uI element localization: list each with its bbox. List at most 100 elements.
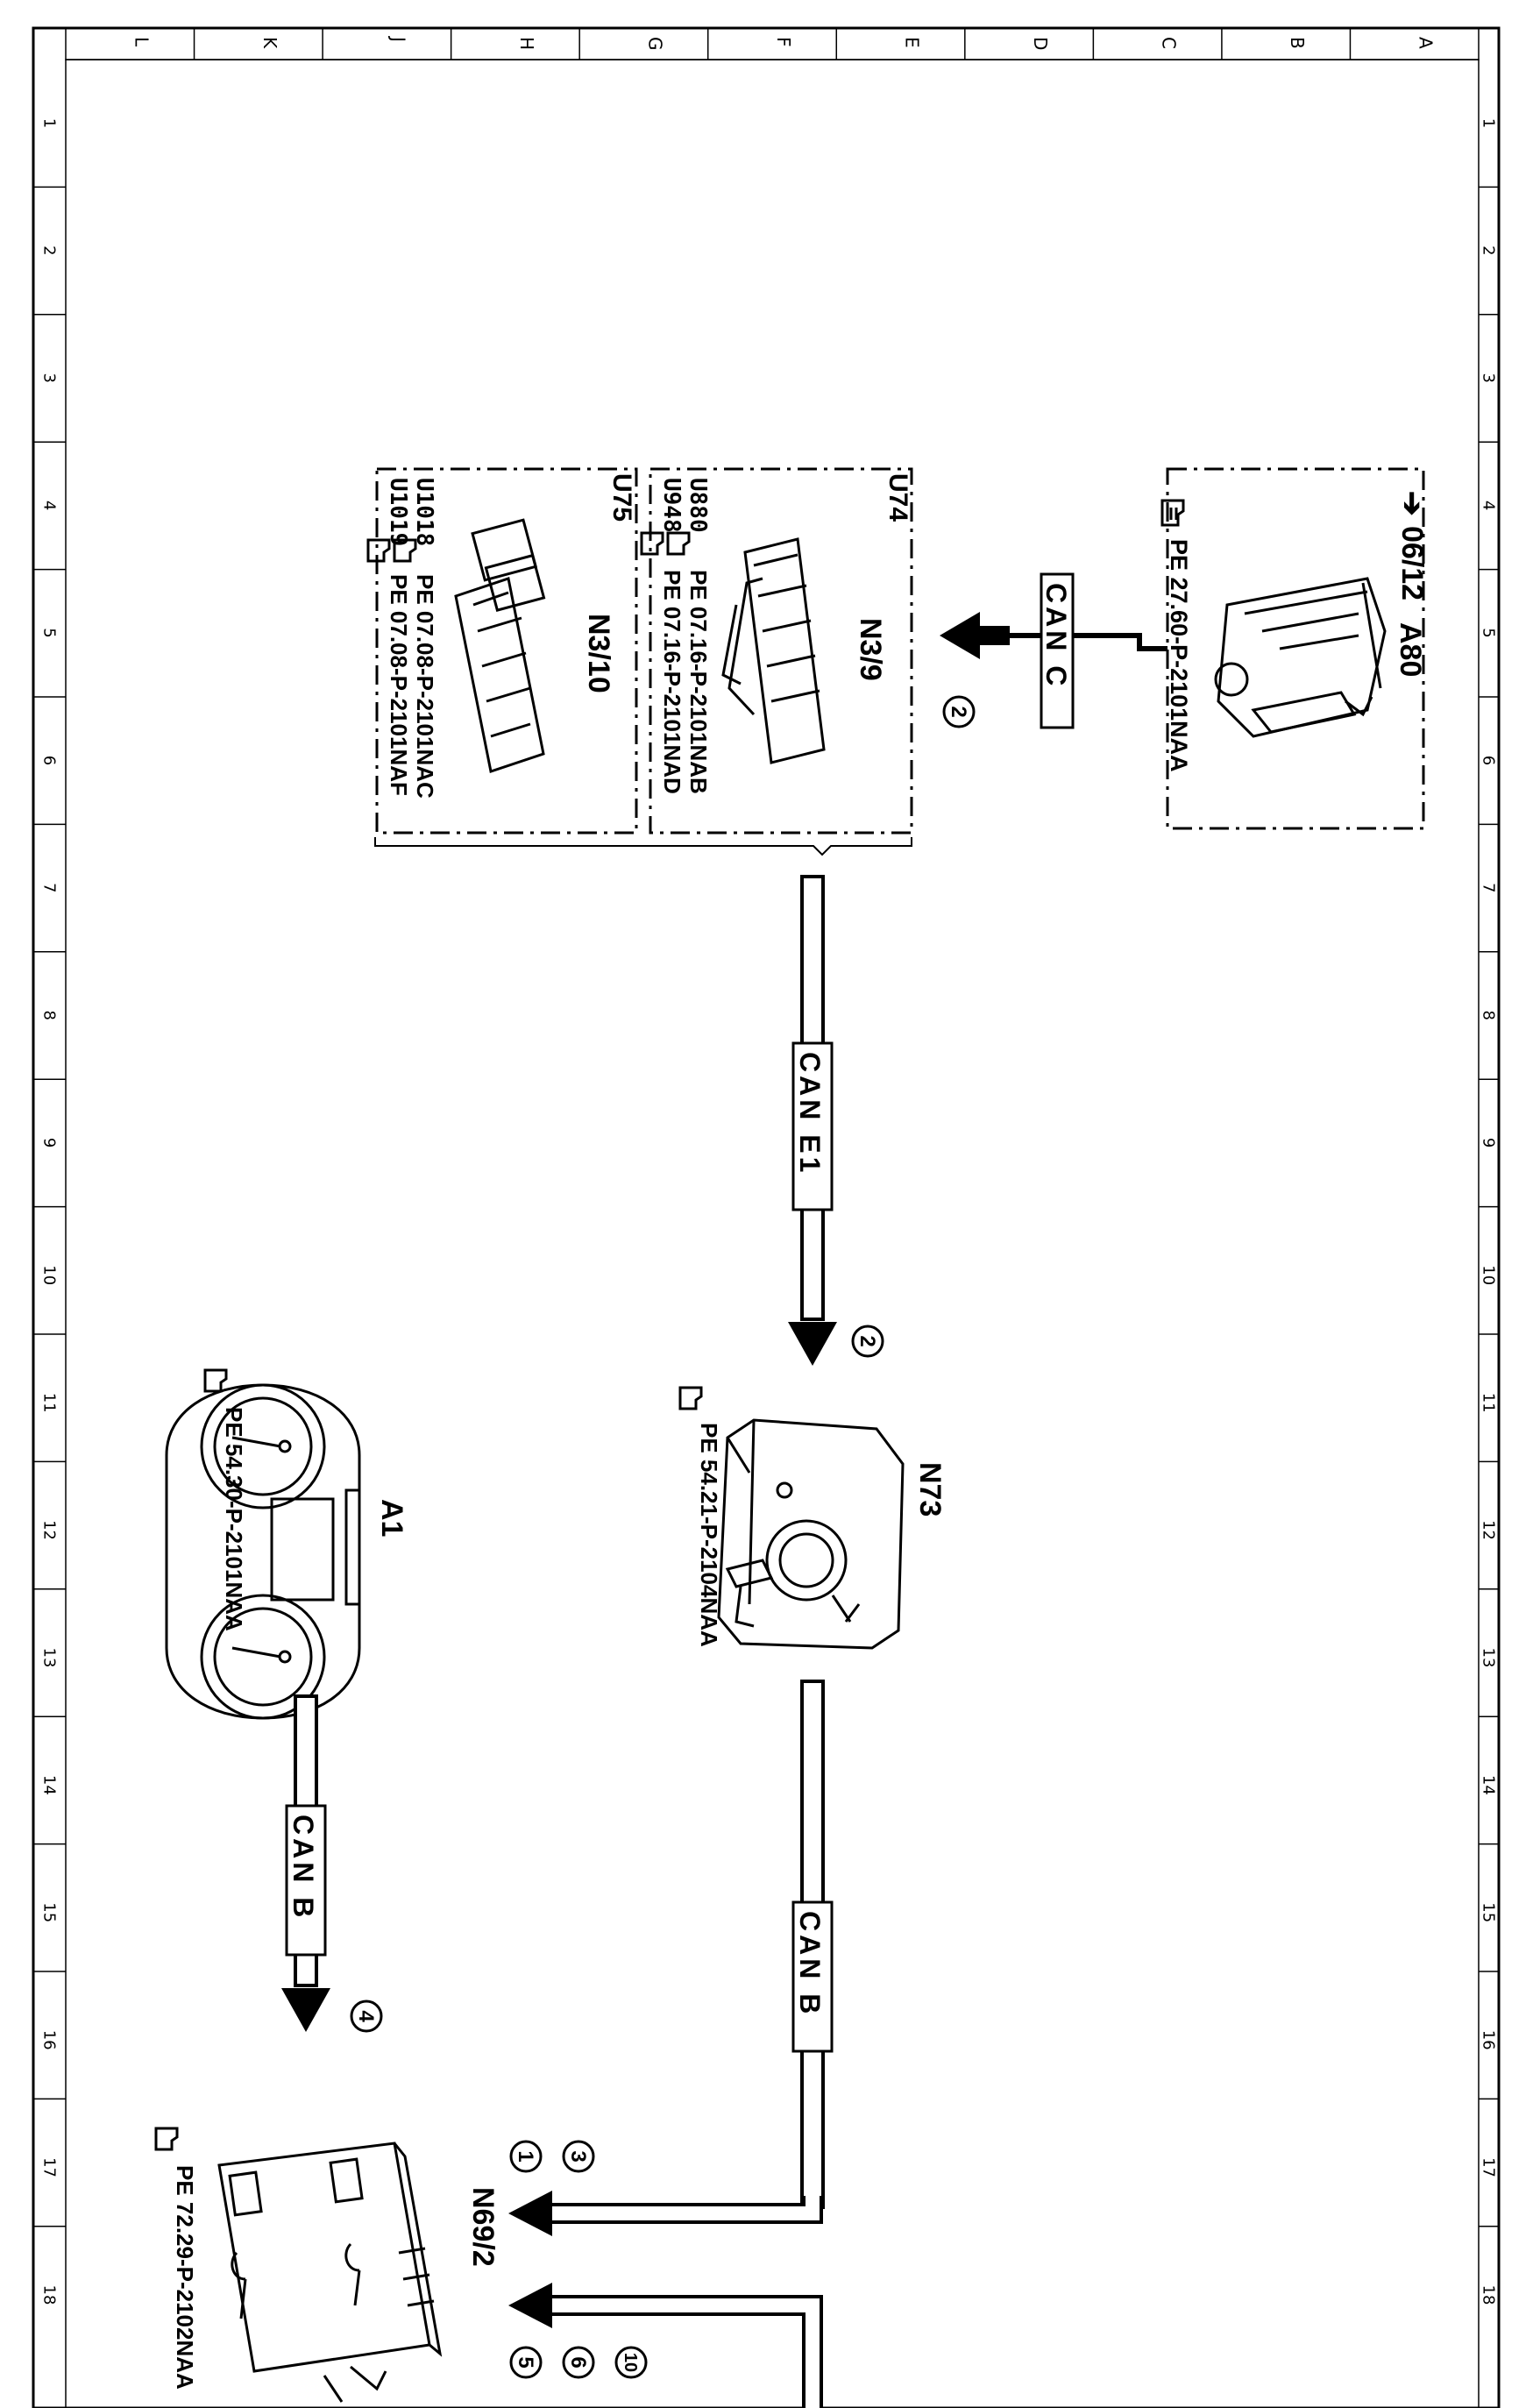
a1-book-icon	[203, 1368, 228, 1393]
circled-1: 1	[509, 2140, 543, 2173]
n73-ref: PE 54.21-P-2104NAA	[696, 1423, 722, 1647]
left-grid-number-1: 1	[40, 118, 59, 128]
top-grid-frame	[65, 27, 1480, 60]
grid-letter-A: A	[1416, 37, 1437, 49]
circled-6: 6	[562, 2346, 595, 2379]
grid-letter-J: J	[387, 35, 408, 42]
a80-ref: PE 27.60-P-2101NAA	[1166, 539, 1192, 772]
n3-9-code: N3/9	[854, 618, 887, 681]
grid-letter-E: E	[902, 37, 923, 48]
n3-9-pe-1: PE 07.16-P-2101NAB	[685, 570, 712, 794]
left-grid-number-18: 18	[40, 2285, 59, 2305]
a80-device-icon	[1214, 577, 1387, 738]
n3-10-book-icon-1	[393, 538, 417, 563]
a1-ref: PE 54.30-P-2101NAA	[221, 1407, 247, 1631]
svg-text:10: 10	[621, 2353, 640, 2372]
grid-letter-B: B	[1287, 37, 1308, 49]
n3-10-book-icon-2	[366, 538, 391, 563]
outer-frame	[32, 26, 1501, 2408]
can-b-label-a1: CAN B	[287, 1815, 319, 1921]
n3-10-pe-1: PE 07.08-P-2101NAC	[412, 574, 438, 799]
right-grid-number-10: 10	[1480, 1265, 1498, 1285]
svg-text:4: 4	[354, 2010, 378, 2022]
right-grid-number-11: 11	[1480, 1393, 1498, 1413]
u75-group-box	[375, 467, 638, 835]
n3-9-ref-1: U880	[685, 478, 711, 533]
a80-book-icon	[1160, 499, 1185, 527]
circled-2-n73: 2	[851, 1325, 884, 1358]
right-grid-number-7: 7	[1480, 883, 1498, 892]
left-grid-number-6: 6	[40, 756, 59, 765]
right-grid-number-2: 2	[1480, 245, 1498, 255]
left-grid-number-7: 7	[40, 883, 59, 892]
right-grid-number-14: 14	[1480, 1775, 1498, 1795]
can-e1-arrow	[788, 1322, 837, 1366]
circled-3: 3	[562, 2140, 595, 2173]
left-grid-number-3: 3	[40, 373, 59, 383]
left-grid-number-12: 12	[40, 1520, 59, 1540]
right-grid-number-15: 15	[1480, 1902, 1498, 1922]
can-c-arrow	[940, 612, 980, 659]
can-b-branch-top-inner	[552, 2196, 820, 2220]
right-grid-number-8: 8	[1480, 1011, 1498, 1020]
svg-text:5: 5	[514, 2356, 537, 2368]
u74-label: U74	[884, 473, 912, 522]
n3-10-ref-1: U1018	[411, 478, 437, 546]
svg-text:2: 2	[855, 1335, 879, 1346]
n3-10-pe-2: PE 07.08-P-2101NAF	[386, 574, 412, 796]
n3-9-pe-2: PE 07.16-P-2101NAD	[659, 570, 685, 794]
can-c-label: CAN C	[1040, 583, 1072, 689]
can-e1-label: CAN E1	[794, 1052, 826, 1176]
n69-2-book-icon	[154, 2127, 179, 2151]
n3-10-code: N3/10	[582, 614, 615, 693]
left-grid-number-17: 17	[40, 2157, 59, 2177]
left-grid-number-10: 10	[40, 1265, 59, 1285]
a80-code: A80	[1394, 622, 1427, 677]
grid-letter-L: L	[131, 37, 152, 47]
side-grid-bands: 1234567891011121314151617181234567891011…	[33, 118, 1499, 2305]
can-b-label-n73: CAN B	[794, 1911, 826, 2017]
grid-letter-C: C	[1159, 37, 1180, 49]
left-grid-number-13: 13	[40, 1648, 59, 1668]
right-grid-number-12: 12	[1480, 1520, 1498, 1540]
circled-5: 5	[509, 2346, 543, 2379]
grid-letter-D: D	[1030, 37, 1051, 50]
svg-text:2: 2	[947, 706, 970, 717]
left-grid-number-4: 4	[40, 501, 59, 510]
a80-link: 06/12	[1395, 526, 1429, 600]
n3-9-ref-2: U948	[658, 478, 685, 533]
left-grid-number-9: 9	[40, 1138, 59, 1147]
n3-10-device-icon	[454, 518, 546, 773]
n3-9-book-icon-2	[640, 531, 664, 556]
n73-device-icon	[717, 1418, 905, 1650]
n69-2-ref: PE 72.29-P-2102NAA	[172, 2165, 198, 2390]
circled-4-a1: 4	[350, 2000, 383, 2033]
can-b-arrow-n69-bottom	[508, 2283, 552, 2328]
right-grid-number-9: 9	[1480, 1138, 1498, 1147]
n3-9-device-icon	[721, 537, 826, 764]
svg-text:6: 6	[566, 2356, 590, 2368]
a80-link-arrow: ➔	[1395, 491, 1429, 516]
group-brace	[374, 837, 912, 856]
circled-10: 10	[614, 2346, 648, 2379]
svg-text:1: 1	[514, 2150, 537, 2162]
grid-letter-K: K	[259, 37, 280, 49]
left-grid-number-2: 2	[40, 245, 59, 255]
circled-2-a80: 2	[942, 695, 976, 728]
can-e1-label-box	[791, 1041, 834, 1211]
right-grid-number-4: 4	[1480, 501, 1498, 510]
can-b-branch-bottom-inner	[552, 2298, 820, 2408]
right-grid-number-18: 18	[1480, 2285, 1498, 2305]
svg-text:3: 3	[566, 2150, 590, 2162]
u75-label: U75	[607, 473, 636, 522]
grid-letter-F: F	[773, 37, 794, 47]
left-grid-number-14: 14	[40, 1775, 59, 1795]
can-b-label-box-a1	[285, 1804, 327, 1957]
grid-letter-H: H	[516, 37, 537, 50]
can-b-arrow-n69-top	[508, 2191, 552, 2236]
right-grid-number-5: 5	[1480, 628, 1498, 637]
can-c-label-box	[1040, 572, 1075, 729]
right-grid-number-1: 1	[1480, 118, 1498, 128]
